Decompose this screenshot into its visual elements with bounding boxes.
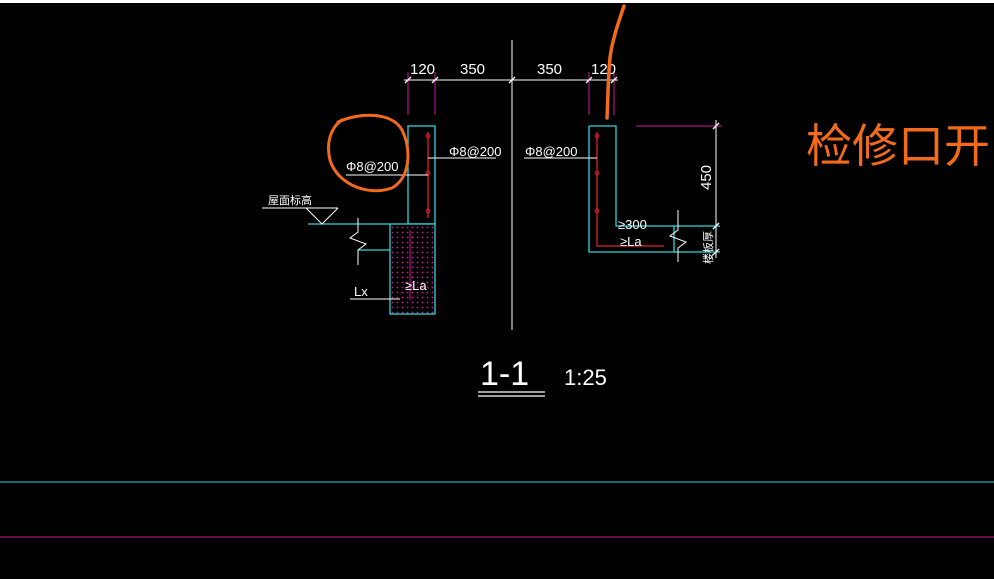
roof-elevation-marker (262, 207, 339, 225)
top-dimension-chain (404, 72, 618, 115)
handwritten-stroke (605, 4, 626, 120)
rebar-label-left: Φ8@200 (346, 159, 399, 174)
dim-350-right: 350 (537, 61, 562, 78)
section-scale: 1:25 (564, 365, 607, 390)
rebar-label-right: Φ8@200 (525, 144, 578, 159)
anchor-300-right: ≥300 (618, 217, 647, 232)
dim-120-right: 120 (591, 61, 616, 78)
dim-350-left: 350 (460, 61, 485, 78)
slab-thickness-label: 楼板厚 (701, 231, 715, 264)
lx-label: Lx (354, 284, 368, 299)
right-upstand-wall (588, 125, 720, 262)
roof-elevation-label: 屋面标高 (268, 193, 312, 207)
handwritten-circle (327, 113, 410, 193)
anchor-la-right: ≥La (620, 234, 642, 249)
dim-450: 450 (698, 165, 715, 190)
section-title: 1-1 (480, 355, 529, 393)
anchor-la-left: ≥La (405, 278, 427, 293)
top-border (0, 0, 994, 3)
rebar-label-middle: Φ8@200 (449, 144, 502, 159)
handwritten-note: 检修口开 (806, 119, 990, 173)
left-beam-section (308, 218, 436, 315)
dim-120-left: 120 (410, 61, 435, 78)
height-dimension (636, 120, 722, 258)
